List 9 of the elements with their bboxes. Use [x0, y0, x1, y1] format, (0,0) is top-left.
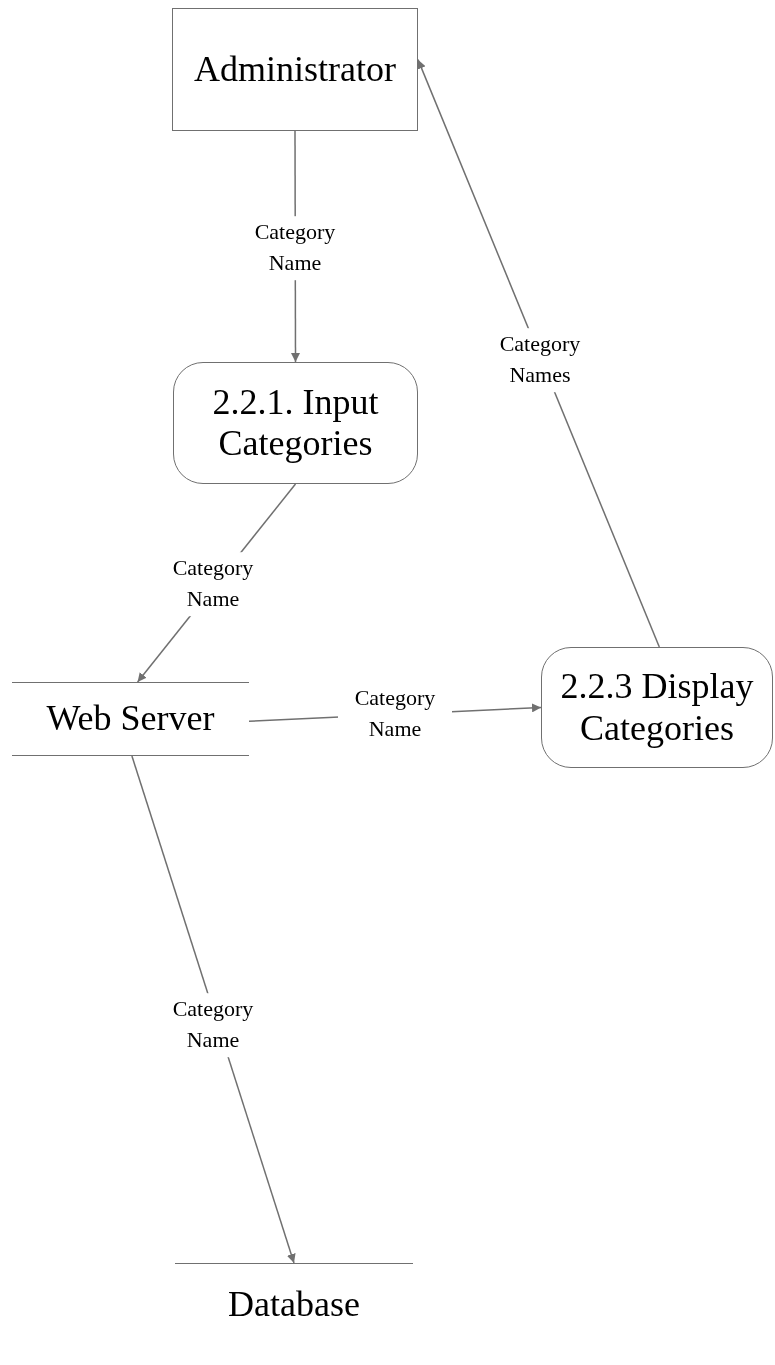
- arrow: [417, 58, 661, 648]
- node-label: 2.2.1. Input Categories: [211, 381, 380, 465]
- entity-box: [172, 8, 418, 131]
- process-box: [541, 647, 773, 768]
- node-label: Database: [228, 1283, 360, 1326]
- node-label: Administrator: [194, 48, 396, 91]
- process-box: [173, 362, 418, 484]
- node-label: 2.2.3 Display Categories: [559, 666, 755, 749]
- node-label: Web Server: [46, 698, 215, 740]
